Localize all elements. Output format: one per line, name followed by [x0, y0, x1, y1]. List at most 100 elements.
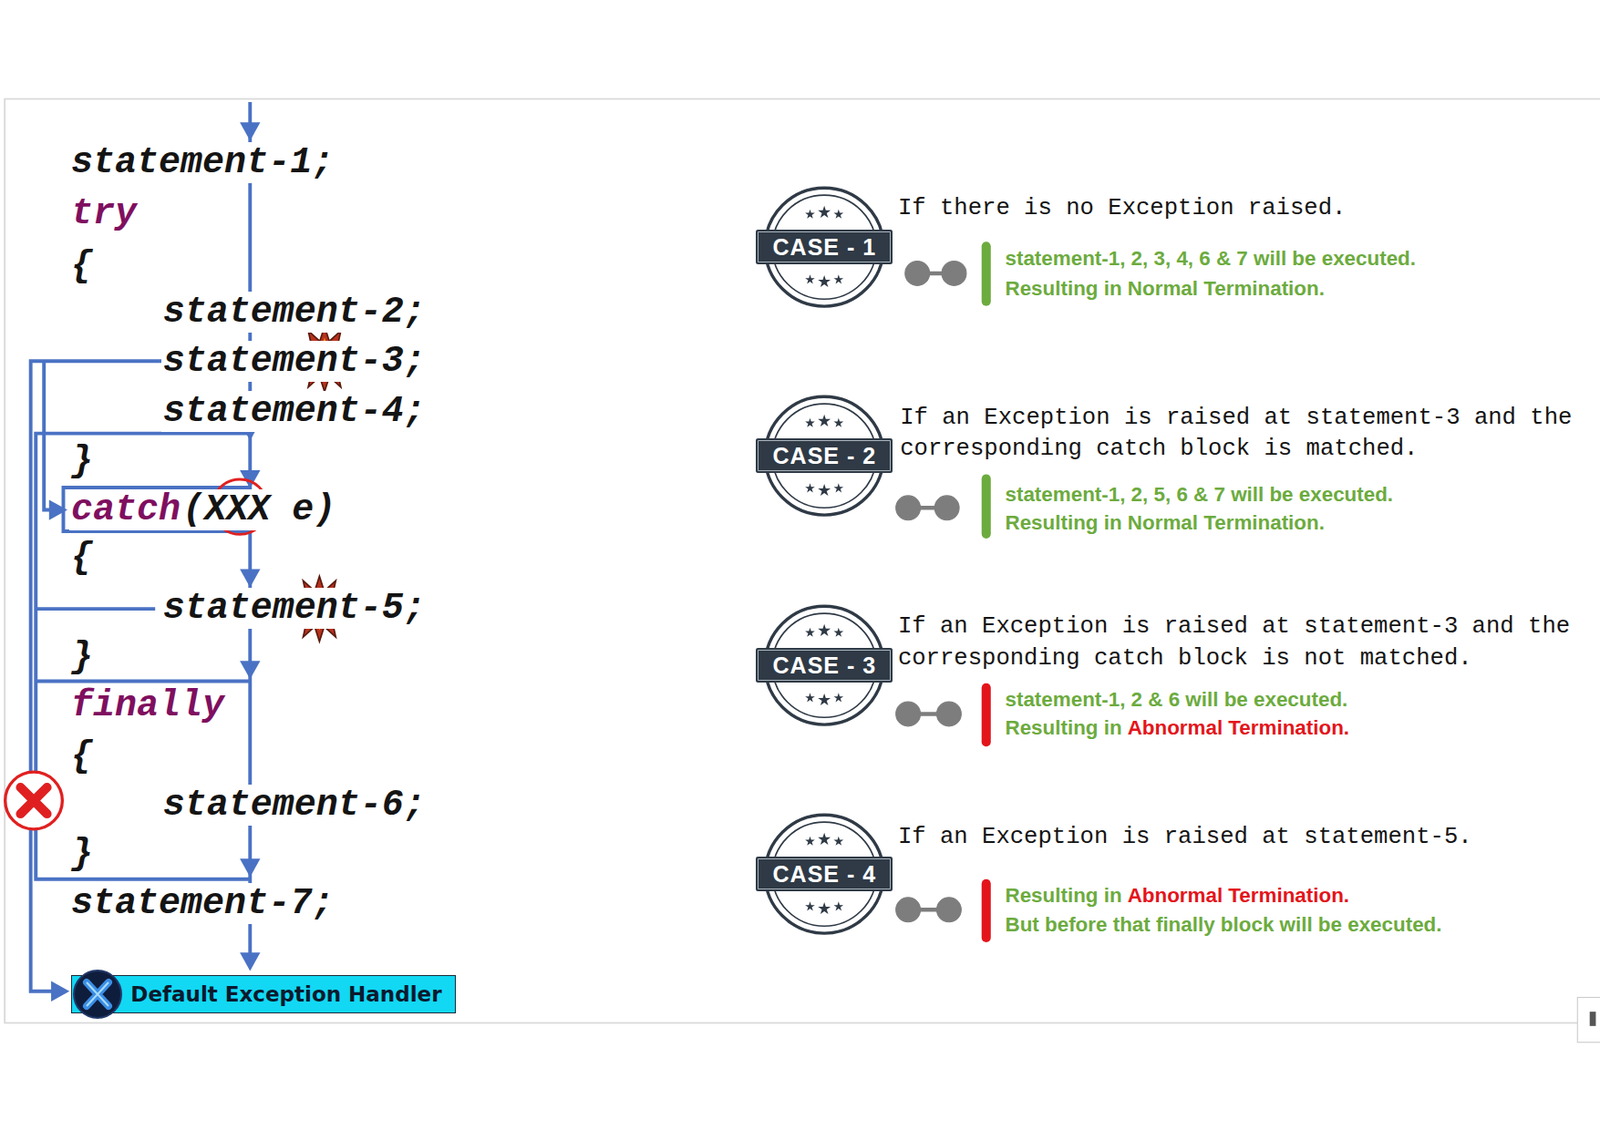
- code-line: }: [69, 834, 95, 876]
- code-line: statement-3;: [161, 340, 428, 382]
- text-line: {: [69, 737, 95, 778]
- text-line: {: [69, 538, 95, 579]
- badge-star: [834, 484, 845, 494]
- text-line: If an Exception is raised at statement-3…: [898, 611, 1587, 675]
- result-text: statement-1, 2, 3, 4, 6 & 7 will be exec…: [1005, 247, 1416, 270]
- termination-text: Abnormal Termination.: [1127, 884, 1350, 908]
- result-text: statement-1, 2, 5, 6 & 7 will be execute…: [1005, 483, 1394, 506]
- badge-star: [817, 275, 831, 288]
- catch-argument: (XXX e): [182, 489, 338, 531]
- case-badge: CASE - 2: [763, 394, 886, 517]
- result-text: But before that finally block will be ex…: [1005, 913, 1443, 937]
- code-line: statement-5;: [161, 588, 428, 630]
- badge-star: [805, 901, 816, 911]
- case-label: CASE - 2: [755, 438, 893, 474]
- badge-star: [817, 623, 831, 636]
- case-description: If an Exception is raised at statement-3…: [899, 404, 1572, 464]
- handler-box: Default Exception Handler: [71, 975, 455, 1014]
- text-line: statement-5;: [161, 588, 428, 630]
- text-line: statement-6;: [161, 785, 428, 826]
- catch-exception-line: [35, 607, 155, 611]
- catch-flow-line: [43, 361, 53, 510]
- badge-star: [834, 274, 845, 284]
- badge-star: [834, 692, 845, 702]
- text-line: }: [69, 835, 95, 876]
- normal-bar: [981, 241, 991, 307]
- badge-star: [805, 627, 816, 637]
- text-line: Resulting inAbnormal Termination.: [1005, 882, 1351, 910]
- arrowhead: [239, 952, 260, 971]
- text-line: If an Exception is raised at statement-5…: [898, 822, 1587, 855]
- code-line: }: [69, 441, 95, 483]
- badge-star: [834, 836, 845, 847]
- code-line: {: [69, 736, 95, 778]
- page-frame: [4, 99, 1600, 1024]
- text-line: finally: [69, 686, 227, 727]
- normal-bar: [981, 474, 991, 539]
- code-line: statement-2;: [161, 291, 428, 333]
- java-keyword: try: [69, 193, 139, 235]
- case-badge: CASE - 3: [763, 604, 886, 727]
- badge-star: [834, 418, 845, 428]
- text-line: Resulting in Normal Termination.: [1005, 509, 1325, 537]
- text-line: statement-4;: [161, 392, 428, 433]
- result-text: Resulting in Normal Termination.: [1005, 277, 1325, 300]
- flow-lines: [30, 102, 251, 992]
- arrowhead: [239, 660, 260, 680]
- badge-star: [817, 414, 831, 427]
- badge-star: [805, 418, 816, 428]
- result-text: Resulting in: [1005, 884, 1123, 908]
- text-line: statement-2;: [161, 292, 428, 333]
- text-line: }: [69, 442, 95, 483]
- text-line: try: [69, 194, 139, 235]
- result-text: Resulting in Normal Termination.: [1005, 511, 1325, 535]
- termination-text: Abnormal Termination.: [1127, 716, 1350, 740]
- case-description: If an Exception is raised at statement-5…: [898, 824, 1473, 851]
- case-label: CASE - 1: [755, 229, 893, 265]
- text-line: statement-1;: [69, 143, 336, 184]
- java-keyword: finally: [69, 685, 227, 727]
- badge-star: [817, 902, 831, 915]
- text-line: statement-7;: [69, 884, 336, 925]
- handler-label: Default Exception Handler: [130, 980, 442, 1009]
- badge-star: [834, 627, 845, 637]
- text-line: Resulting in Normal Termination.: [1005, 275, 1325, 303]
- handler-icon: [72, 969, 124, 1021]
- case-badge: CASE - 4: [763, 813, 886, 936]
- badge-star: [805, 692, 816, 702]
- case-description: If an Exception is raised at statement-3…: [898, 613, 1570, 672]
- code-line: {: [69, 537, 95, 579]
- text-line: statement-1, 2, 3, 4, 6 & 7 will be exec…: [1005, 245, 1416, 273]
- arrowhead: [239, 568, 260, 588]
- text-line: catch(XXX e): [69, 490, 338, 531]
- text-line: }: [69, 638, 95, 679]
- badge-star: [805, 836, 816, 847]
- text-line: statement-1, 2, 5, 6 & 7 will be execute…: [1005, 481, 1394, 509]
- abnormal-bar: [981, 879, 991, 943]
- case-badge: CASE - 1: [763, 185, 886, 309]
- finally-entry-line: [35, 680, 250, 684]
- text-line: statement-1, 2 & 6 will be executed.: [1005, 686, 1349, 714]
- badge-star: [817, 693, 831, 706]
- text-line: But before that finally block will be ex…: [1005, 911, 1443, 940]
- badge-star: [817, 484, 831, 496]
- text-line: Resulting inAbnormal Termination.: [1005, 714, 1351, 743]
- java-keyword: catch: [69, 489, 183, 531]
- text-line: {: [69, 247, 95, 288]
- arrowhead: [239, 858, 260, 878]
- code-line: statement-7;: [69, 883, 336, 925]
- code-line: statement-6;: [161, 784, 428, 826]
- code-line: }: [69, 637, 95, 679]
- code-line: {: [69, 246, 95, 288]
- arrowheads: [49, 122, 261, 1002]
- blocked-cross: [5, 772, 63, 830]
- badge-star: [805, 484, 816, 494]
- code-line: statement-1;: [69, 142, 336, 184]
- arrowhead: [49, 499, 68, 520]
- badge-star: [817, 833, 831, 846]
- case-description: If there is no Exception raised.: [898, 195, 1346, 222]
- badge-star: [805, 208, 816, 218]
- case-label: CASE - 4: [755, 856, 893, 892]
- result-text: statement-1, 2 & 6 will be executed.: [1005, 688, 1349, 712]
